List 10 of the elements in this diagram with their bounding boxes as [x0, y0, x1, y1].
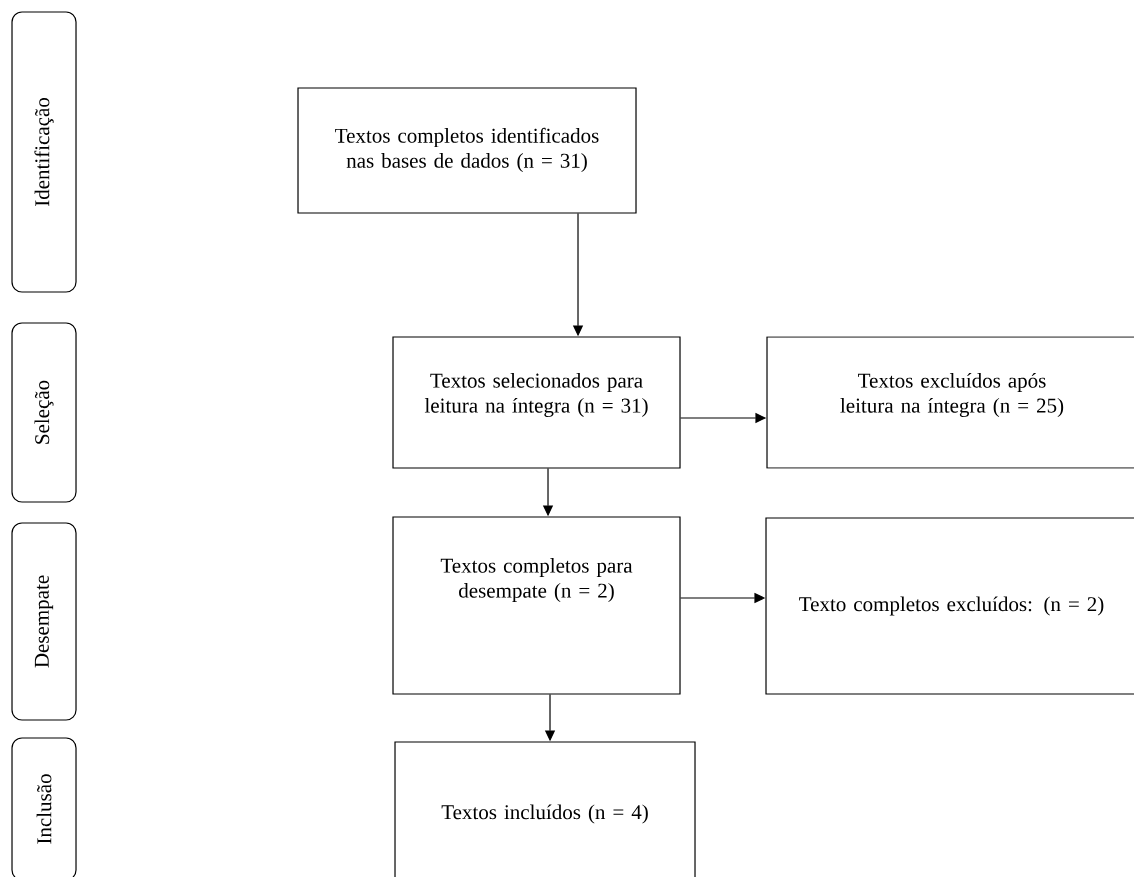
process-box: Texto completos excluídos: (n = 2)	[765, 517, 1134, 695]
process-box: Textos incluídos (n = 4)	[394, 741, 696, 877]
stage-label: Desempate	[11, 522, 77, 721]
process-box: Textos completos para desempate (n = 2)	[392, 516, 681, 695]
process-box: Textos excluídos após leitura na íntegra (n = 25)	[766, 336, 1134, 469]
stage-label: Identificação	[11, 11, 77, 293]
stage-label: Seleção	[11, 322, 77, 503]
stage-label: Inclusão	[11, 737, 77, 877]
process-box: Textos selecionados para leitura na íntegra (n = 31)	[392, 336, 681, 469]
process-box: Textos completos identificados nas bases de dados (n = 31)	[297, 87, 637, 214]
